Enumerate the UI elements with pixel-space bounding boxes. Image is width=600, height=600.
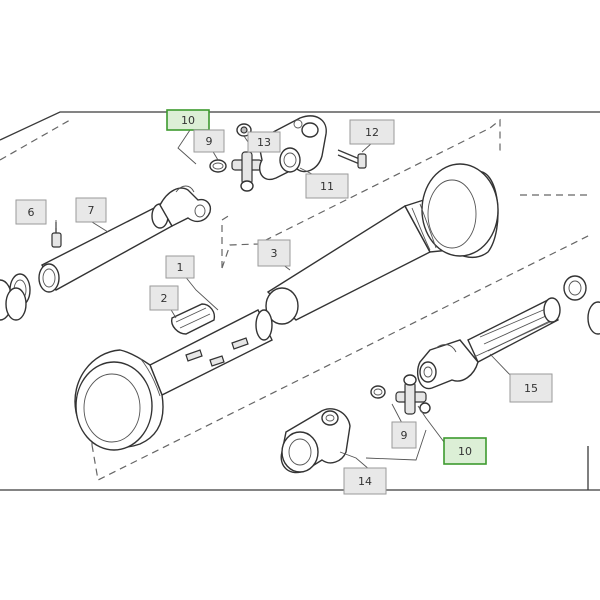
callout-2: 2 xyxy=(149,285,179,311)
callout-13: 13 xyxy=(247,131,281,153)
callout-7: 7 xyxy=(75,197,107,223)
callout-10-bottom: 10 xyxy=(443,437,487,465)
inner-tube-part-7 xyxy=(38,185,212,293)
callout-10-top: 10 xyxy=(166,109,210,131)
callout-11: 11 xyxy=(305,173,349,199)
callout-9-top-label: 9 xyxy=(206,135,213,148)
callout-6: 6 xyxy=(15,199,47,225)
callout-9-bottom-label: 9 xyxy=(401,429,408,442)
callout-12: 12 xyxy=(349,119,395,145)
callout-6-label: 6 xyxy=(28,206,35,219)
callout-9-bottom: 9 xyxy=(391,421,417,449)
callout-3: 3 xyxy=(257,239,291,267)
frame-lines xyxy=(0,111,600,491)
callout-13-label: 13 xyxy=(257,136,271,149)
callout-14: 14 xyxy=(343,467,387,495)
callout-1-label: 1 xyxy=(177,261,184,274)
callout-10-top-label: 10 xyxy=(181,114,195,127)
bearing-ring-part-2 xyxy=(171,303,216,335)
callout-3-label: 3 xyxy=(271,247,278,260)
callout-12-label: 12 xyxy=(365,126,379,139)
callout-2-label: 2 xyxy=(161,292,168,305)
grease-fitting-part-6 xyxy=(51,222,62,248)
callout-14-label: 14 xyxy=(358,475,372,488)
callout-9-top: 9 xyxy=(193,129,225,153)
callout-10-bottom-label: 10 xyxy=(458,445,472,458)
callout-15: 15 xyxy=(509,373,553,403)
callout-layer: 10 9 13 12 11 6 7 3 xyxy=(15,109,553,495)
callout-15-label: 15 xyxy=(524,382,538,395)
lower-right-assembly xyxy=(280,275,600,474)
left-partial-rings xyxy=(0,273,31,321)
inner-guard-tube-part-1 xyxy=(74,309,273,451)
callout-11-label: 11 xyxy=(320,180,334,193)
callout-7-label: 7 xyxy=(88,204,95,217)
callout-1: 1 xyxy=(165,255,195,279)
outer-guard-tube-part-3 xyxy=(265,163,499,325)
